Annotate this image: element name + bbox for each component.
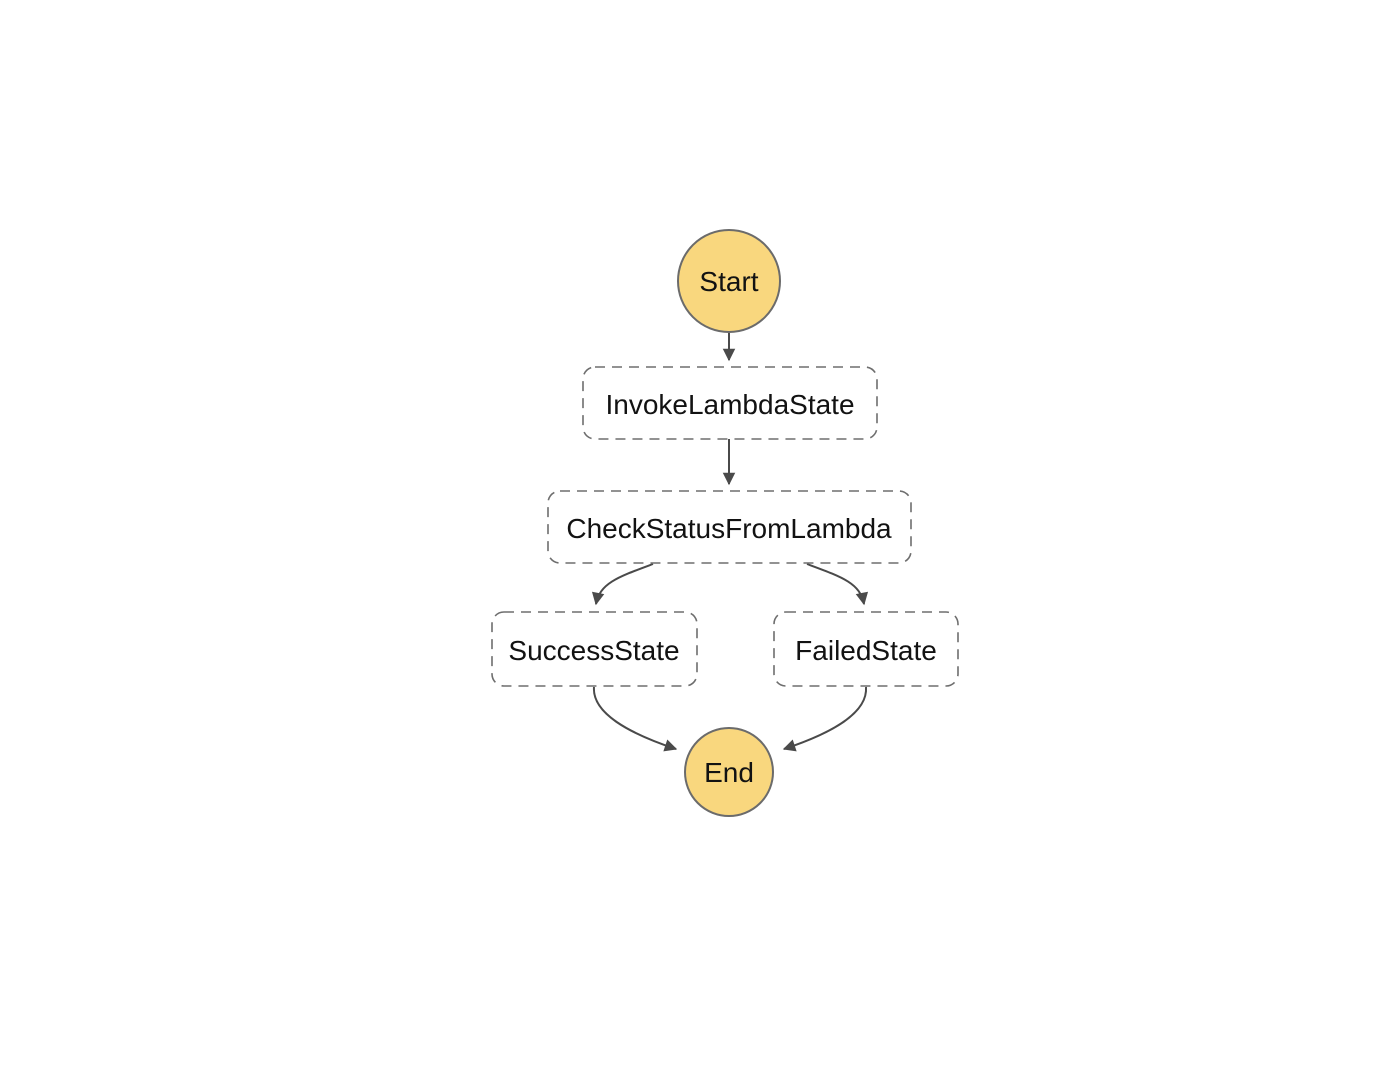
node-failed-state: FailedState <box>773 611 959 687</box>
start-label: Start <box>699 266 758 297</box>
node-success-state: SuccessState <box>491 611 698 687</box>
node-end: End <box>684 727 774 817</box>
invoke-lambda-state-label: InvokeLambdaState <box>605 389 854 420</box>
edge-check-to-success <box>591 563 654 606</box>
start-circle <box>677 229 781 333</box>
node-check-status-from-lambda: CheckStatusFromLambda <box>547 490 912 564</box>
invoke-lambda-state-box <box>582 366 878 440</box>
node-start: Start <box>677 229 781 333</box>
check-status-from-lambda-box <box>547 490 912 564</box>
failed-state-label: FailedState <box>795 635 937 666</box>
end-label: End <box>704 757 754 788</box>
edges <box>591 333 869 752</box>
end-circle <box>684 727 774 817</box>
edge-check-to-failed <box>806 563 869 606</box>
check-status-from-lambda-label: CheckStatusFromLambda <box>566 513 892 544</box>
edge-failed-to-end <box>782 686 868 752</box>
success-state-label: SuccessState <box>508 635 679 666</box>
failed-state-box <box>773 611 959 687</box>
success-state-box <box>491 611 698 687</box>
edge-success-to-end <box>592 686 678 752</box>
node-invoke-lambda-state: InvokeLambdaState <box>582 366 878 440</box>
